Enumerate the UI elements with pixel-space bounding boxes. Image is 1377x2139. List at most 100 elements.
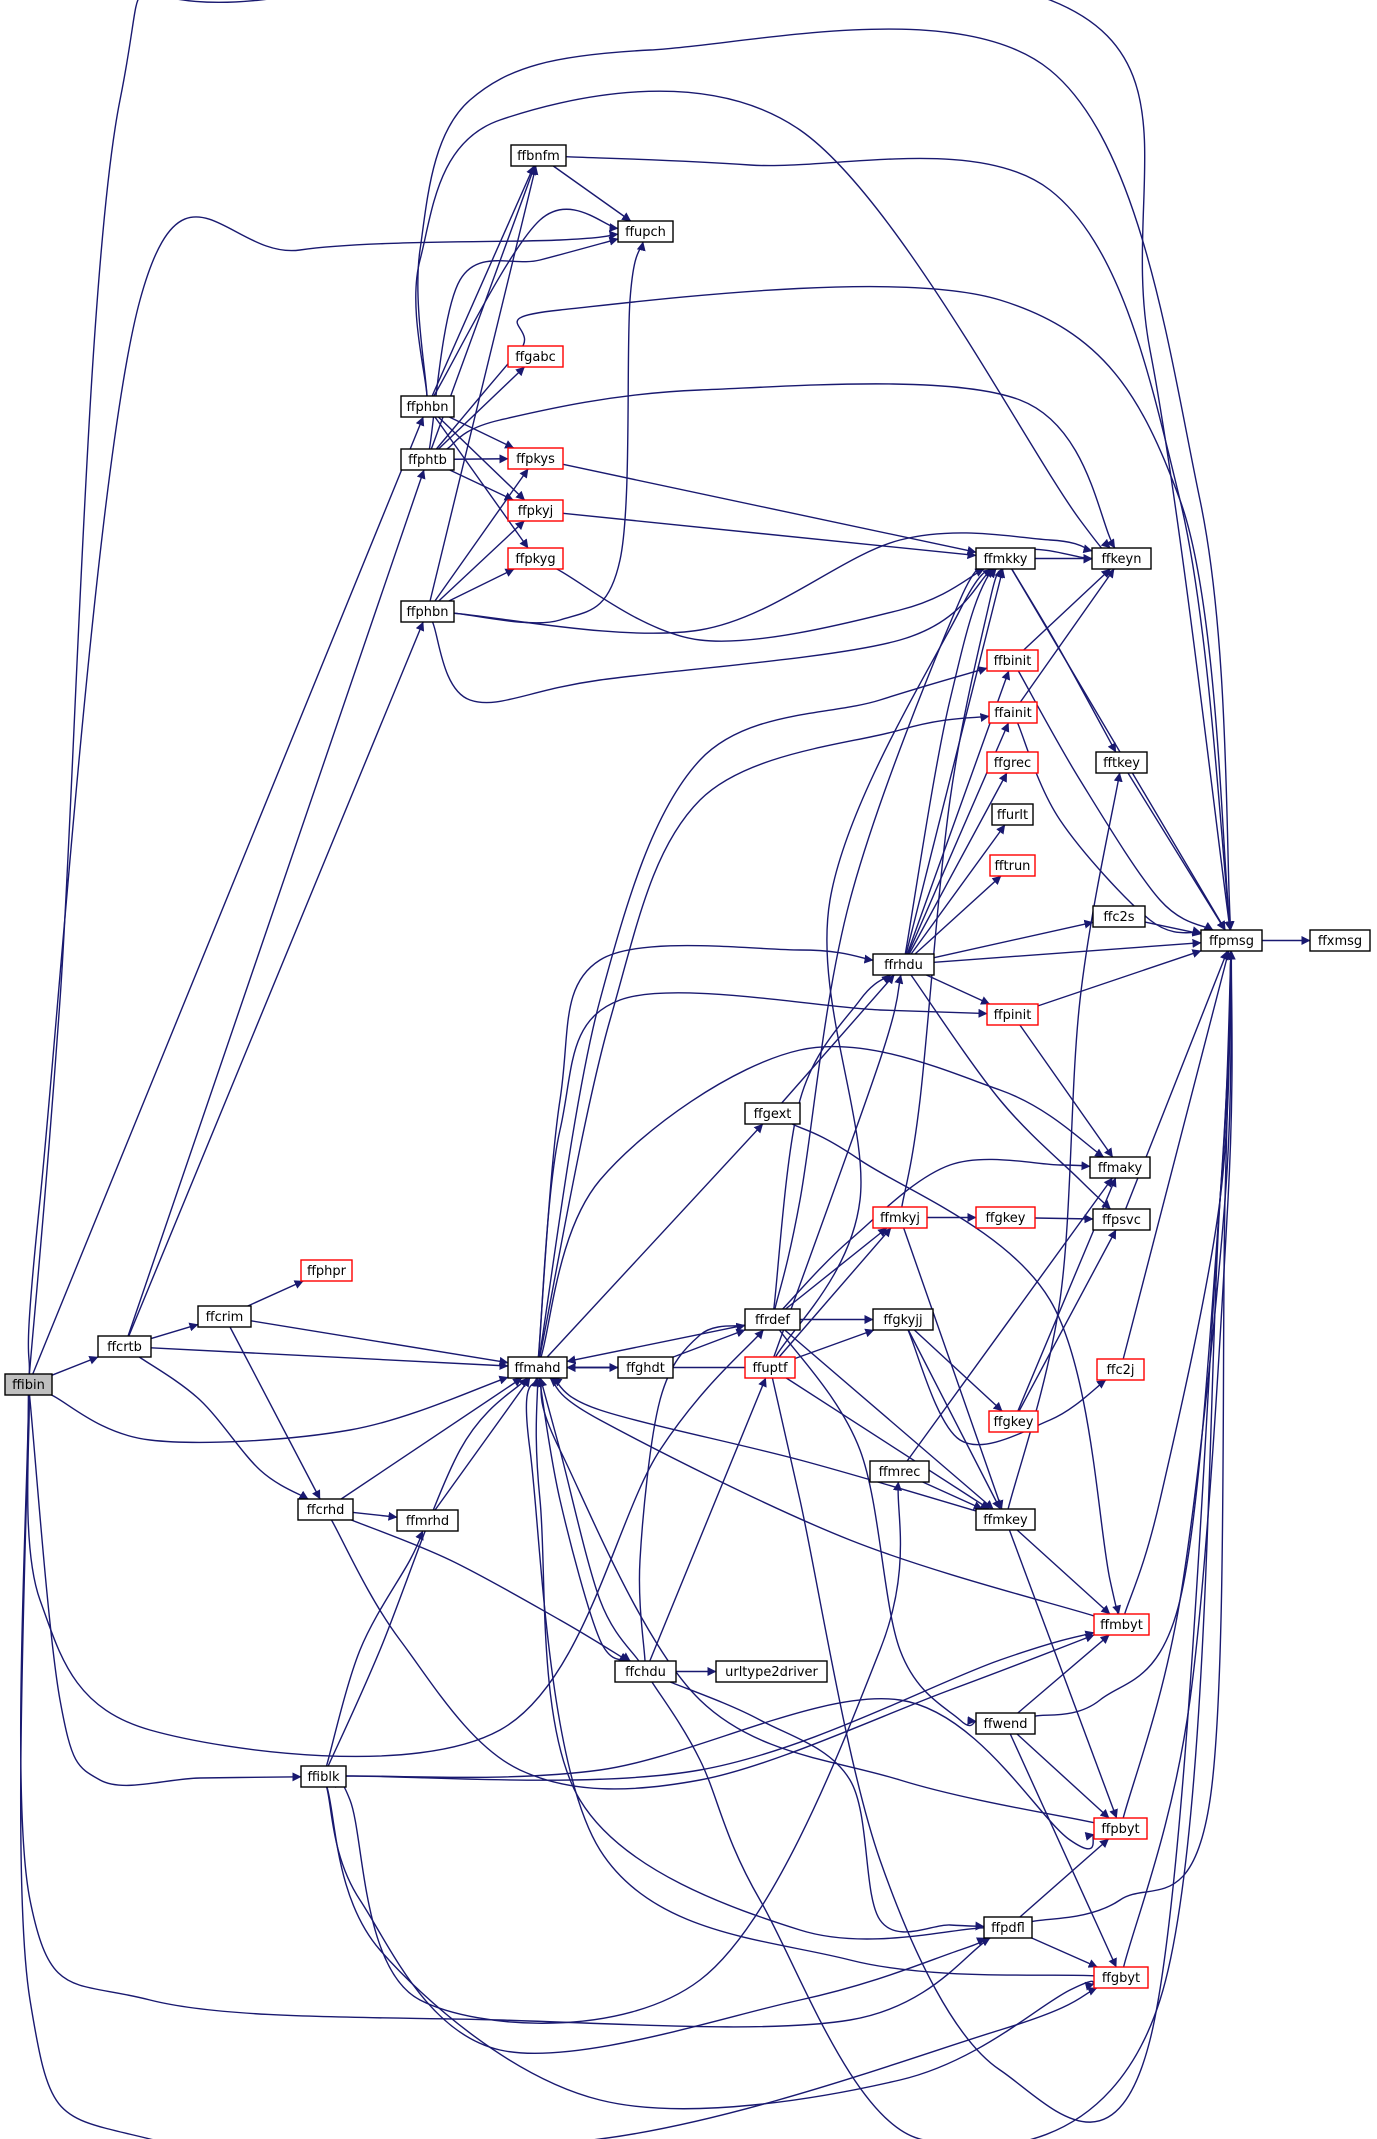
- node-ffpmsg[interactable]: ffpmsg: [1200, 929, 1263, 952]
- node-box-ffgkey_b[interactable]: [988, 1410, 1039, 1433]
- node-box-ffuptf[interactable]: [744, 1356, 796, 1379]
- node-ffcrim[interactable]: ffcrim: [197, 1305, 252, 1328]
- node-ffupch[interactable]: ffupch: [617, 220, 674, 243]
- node-box-ffpdfl[interactable]: [983, 1916, 1033, 1939]
- node-fftrun[interactable]: fftrun: [989, 854, 1036, 877]
- node-box-ffphpr[interactable]: [300, 1259, 353, 1282]
- node-ffcrhd[interactable]: ffcrhd: [297, 1498, 354, 1521]
- node-box-ffgbyt[interactable]: [1093, 1966, 1149, 1989]
- node-box-ffpkys[interactable]: [507, 447, 564, 470]
- node-ffmkey[interactable]: ffmkey: [975, 1508, 1036, 1531]
- node-box-ffcrtb[interactable]: [97, 1335, 152, 1358]
- node-ffmahd[interactable]: ffmahd: [507, 1356, 568, 1379]
- node-box-ffghdt[interactable]: [617, 1356, 674, 1379]
- node-ffgrec[interactable]: ffgrec: [986, 751, 1039, 774]
- node-ffgabc[interactable]: ffgabc: [507, 345, 564, 368]
- node-ffgkyjj[interactable]: ffgkyjj: [872, 1308, 934, 1331]
- node-ffurlt[interactable]: ffurlt: [991, 803, 1034, 826]
- node-box-ffmkky[interactable]: [975, 547, 1036, 570]
- node-ffphbn_a[interactable]: ffphbn: [400, 395, 455, 418]
- node-ffc2j[interactable]: ffc2j: [1096, 1358, 1145, 1381]
- node-box-ffmrhd[interactable]: [396, 1509, 459, 1532]
- node-ffuptf[interactable]: ffuptf: [744, 1356, 796, 1379]
- node-box-ffpbyt[interactable]: [1093, 1817, 1148, 1840]
- node-ffpsvc[interactable]: ffpsvc: [1092, 1208, 1151, 1231]
- node-box-ffcrhd[interactable]: [297, 1498, 354, 1521]
- node-ffmrhd[interactable]: ffmrhd: [396, 1509, 459, 1532]
- node-ffrhdu[interactable]: ffrhdu: [872, 953, 935, 976]
- node-box-ffc2s[interactable]: [1092, 905, 1146, 928]
- node-box-urltype2driver[interactable]: [715, 1660, 828, 1683]
- node-ffmrec[interactable]: ffmrec: [869, 1460, 930, 1483]
- node-box-ffmrec[interactable]: [869, 1460, 930, 1483]
- node-ffpbyt[interactable]: ffpbyt: [1093, 1817, 1148, 1840]
- node-ffkeyn[interactable]: ffkeyn: [1091, 547, 1152, 570]
- node-box-ffgabc[interactable]: [507, 345, 564, 368]
- node-box-ffgkyjj[interactable]: [872, 1308, 934, 1331]
- node-box-ffrhdu[interactable]: [872, 953, 935, 976]
- node-ffc2s[interactable]: ffc2s: [1092, 905, 1146, 928]
- node-box-ffpkyj[interactable]: [507, 499, 564, 522]
- node-box-ffurlt[interactable]: [991, 803, 1034, 826]
- node-ffibin[interactable]: ffibin: [4, 1373, 53, 1396]
- node-ffgkey_b[interactable]: ffgkey: [988, 1410, 1039, 1433]
- node-box-ffgrec[interactable]: [986, 751, 1039, 774]
- node-box-ffmaky[interactable]: [1089, 1156, 1151, 1179]
- node-box-ffcrim[interactable]: [197, 1305, 252, 1328]
- node-ffwend[interactable]: ffwend: [975, 1712, 1036, 1735]
- node-ffgkey_a[interactable]: ffgkey: [975, 1206, 1036, 1229]
- node-urltype2driver[interactable]: urltype2driver: [715, 1660, 828, 1683]
- node-box-ffmkyj[interactable]: [872, 1206, 928, 1229]
- node-box-ffmbyt[interactable]: [1093, 1613, 1150, 1636]
- node-ffpinit[interactable]: ffpinit: [986, 1003, 1039, 1026]
- node-box-fftkey[interactable]: [1095, 751, 1148, 774]
- node-box-ffkeyn[interactable]: [1091, 547, 1152, 570]
- node-box-ffrdef[interactable]: [744, 1308, 801, 1331]
- node-ffxmsg[interactable]: ffxmsg: [1309, 929, 1371, 952]
- node-box-ffainit[interactable]: [988, 701, 1038, 724]
- node-box-ffmkey[interactable]: [975, 1508, 1036, 1531]
- node-ffpdfl[interactable]: ffpdfl: [983, 1916, 1033, 1939]
- node-ffchdu[interactable]: ffchdu: [614, 1660, 677, 1683]
- node-ffbinit[interactable]: ffbinit: [986, 649, 1039, 672]
- node-box-ffbnfm[interactable]: [510, 144, 567, 167]
- node-box-ffgkey_a[interactable]: [975, 1206, 1036, 1229]
- node-box-ffphtb[interactable]: [400, 448, 455, 471]
- node-box-ffupch[interactable]: [617, 220, 674, 243]
- node-ffphtb[interactable]: ffphtb: [400, 448, 455, 471]
- node-box-fftrun[interactable]: [989, 854, 1036, 877]
- node-ffphpr[interactable]: ffphpr: [300, 1259, 353, 1282]
- node-box-ffpkyg[interactable]: [507, 547, 564, 570]
- node-box-ffphbn_b[interactable]: [400, 600, 455, 623]
- node-ffpkys[interactable]: ffpkys: [507, 447, 564, 470]
- node-box-ffgext[interactable]: [744, 1102, 801, 1125]
- node-box-ffpmsg[interactable]: [1200, 929, 1263, 952]
- node-ffgbyt[interactable]: ffgbyt: [1093, 1966, 1149, 1989]
- node-ffrdef[interactable]: ffrdef: [744, 1308, 801, 1331]
- node-box-ffpinit[interactable]: [986, 1003, 1039, 1026]
- node-box-ffxmsg[interactable]: [1309, 929, 1371, 952]
- node-box-ffpsvc[interactable]: [1092, 1208, 1151, 1231]
- node-box-ffbinit[interactable]: [986, 649, 1039, 672]
- node-ffgext[interactable]: ffgext: [744, 1102, 801, 1125]
- node-ffmkyj[interactable]: ffmkyj: [872, 1206, 928, 1229]
- node-ffpkyg[interactable]: ffpkyg: [507, 547, 564, 570]
- node-ffbnfm[interactable]: ffbnfm: [510, 144, 567, 167]
- node-fftkey[interactable]: fftkey: [1095, 751, 1148, 774]
- node-ffainit[interactable]: ffainit: [988, 701, 1038, 724]
- node-ffiblk[interactable]: ffiblk: [300, 1765, 347, 1788]
- node-box-ffiblk[interactable]: [300, 1765, 347, 1788]
- node-box-ffmahd[interactable]: [507, 1356, 568, 1379]
- node-box-ffc2j[interactable]: [1096, 1358, 1145, 1381]
- node-ffcrtb[interactable]: ffcrtb: [97, 1335, 152, 1358]
- node-ffmkky[interactable]: ffmkky: [975, 547, 1036, 570]
- node-box-ffchdu[interactable]: [614, 1660, 677, 1683]
- node-ffghdt[interactable]: ffghdt: [617, 1356, 674, 1379]
- node-ffmbyt[interactable]: ffmbyt: [1093, 1613, 1150, 1636]
- node-ffpkyj[interactable]: ffpkyj: [507, 499, 564, 522]
- node-box-ffphbn_a[interactable]: [400, 395, 455, 418]
- node-ffphbn_b[interactable]: ffphbn: [400, 600, 455, 623]
- node-box-ffibin[interactable]: [4, 1373, 53, 1396]
- node-box-ffwend[interactable]: [975, 1712, 1036, 1735]
- node-ffmaky[interactable]: ffmaky: [1089, 1156, 1151, 1179]
